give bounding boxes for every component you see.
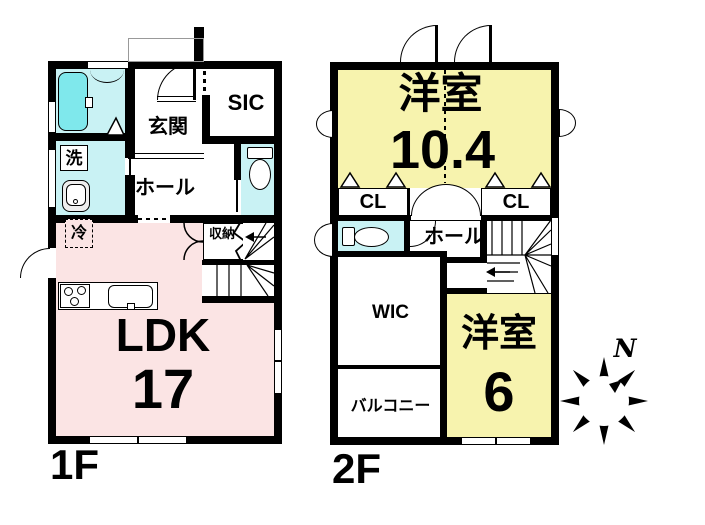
porch-outline <box>128 38 204 62</box>
window <box>551 218 559 255</box>
room-small-name: 洋室 <box>460 313 537 355</box>
cl-right-label: CL <box>502 191 530 213</box>
washbasin-bowl <box>66 184 86 206</box>
sink-tap <box>127 303 135 310</box>
window <box>48 150 56 207</box>
wall <box>48 133 133 141</box>
wall <box>330 251 447 257</box>
wall <box>125 61 135 158</box>
stove-burner <box>64 287 73 296</box>
closet-door-triangle <box>530 171 552 188</box>
wall <box>338 215 411 221</box>
wash-label-box <box>60 145 88 171</box>
window-swing-leaf <box>489 25 492 62</box>
closet-door-triangle <box>484 171 506 188</box>
side-window-arc <box>314 223 333 257</box>
room-partition-dashes <box>444 70 446 183</box>
window-tick <box>495 437 497 445</box>
wall <box>440 257 487 263</box>
closet-door-triangle <box>385 171 407 188</box>
genkan-step-line <box>128 153 204 159</box>
compass-icon <box>560 357 648 445</box>
window-swing-arc <box>400 25 437 62</box>
room-large-name: 洋室 <box>398 70 483 117</box>
door-arc <box>20 248 50 278</box>
fridge-label: 冷 <box>70 225 87 242</box>
balcony-label: バルコニー <box>350 398 431 415</box>
bathtub-handle <box>85 97 93 108</box>
storage-label: 収納 <box>208 226 235 241</box>
floor2-label: 2F <box>332 445 382 492</box>
hall1-label: ホール <box>135 177 195 199</box>
bath-door-triangle <box>105 116 126 136</box>
side-window-arc <box>316 110 333 138</box>
wall <box>170 215 282 223</box>
entrance-door-leaf <box>193 62 196 100</box>
toilet1-tank <box>247 147 273 159</box>
wall <box>48 61 282 69</box>
balcony-divider <box>330 365 440 369</box>
stove-burner <box>70 297 79 306</box>
wall <box>202 260 282 265</box>
floor1-label: 1F <box>50 441 100 488</box>
closet-left-box <box>338 188 408 216</box>
stairs-1f <box>183 222 275 297</box>
genkan-label: 玄関 <box>148 116 188 138</box>
side-window-arc <box>559 109 576 137</box>
wall <box>202 136 282 144</box>
sliding-door-line <box>236 180 238 212</box>
porch-post <box>194 27 204 62</box>
double-door-arc <box>411 184 481 216</box>
wall <box>481 215 551 221</box>
stairs-2f <box>486 219 552 294</box>
bathtub-icon <box>58 72 88 131</box>
window-tick <box>137 436 139 444</box>
closet-right-box <box>481 188 551 216</box>
window-swing-arc <box>454 25 491 62</box>
wall <box>202 95 210 143</box>
compass-north-label: N <box>613 334 637 363</box>
wall <box>480 218 487 257</box>
window-tick <box>274 360 282 362</box>
window <box>274 362 282 393</box>
sic-entry-dashes <box>203 63 206 96</box>
toilet2-bowl <box>354 227 389 247</box>
closet-door-triangle <box>339 171 361 188</box>
wall <box>404 221 410 251</box>
window <box>48 102 56 132</box>
wall <box>440 251 447 445</box>
wall <box>330 62 559 70</box>
cl-left-label: CL <box>359 191 387 213</box>
wall <box>234 143 241 180</box>
room-small-area: 6 <box>483 360 515 423</box>
ldk-name: LDK <box>115 309 211 361</box>
back-door-opening <box>48 248 56 278</box>
wash-label: 洗 <box>65 149 83 168</box>
ldk-area: 17 <box>131 357 195 420</box>
window <box>274 330 282 361</box>
opening-dashes <box>138 218 170 220</box>
toilet1-bowl <box>249 159 271 190</box>
wall <box>202 296 282 303</box>
wic-label: WIC <box>372 302 409 323</box>
washbasin-drain <box>73 199 78 204</box>
sic-label: SIC <box>227 90 265 115</box>
sliding-door-line <box>129 158 131 175</box>
window <box>88 61 128 69</box>
hall2-label: ホール <box>424 226 484 248</box>
stove-burner <box>77 286 86 295</box>
wall <box>274 61 282 444</box>
room-large-area: 10.4 <box>389 120 496 180</box>
fridge-box <box>65 219 93 248</box>
wall <box>48 215 138 223</box>
wall <box>125 175 135 223</box>
window-swing-leaf <box>435 25 438 62</box>
shower-curtain-arc <box>90 70 124 83</box>
room-6-floor <box>447 294 551 437</box>
